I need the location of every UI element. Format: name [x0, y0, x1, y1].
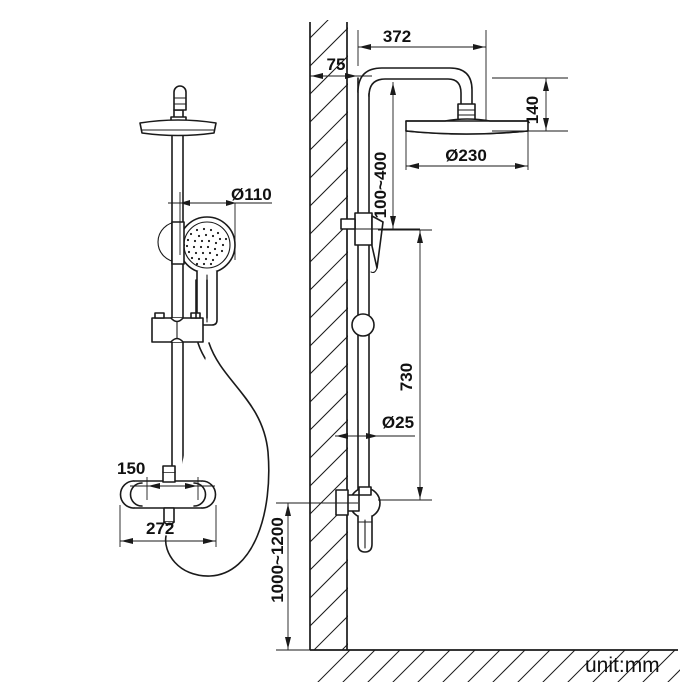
dim-label-slider-travel: 100~400	[371, 152, 390, 219]
slider-bracket-front	[151, 312, 204, 343]
hose-top-connector-front	[195, 279, 208, 319]
hand-shower-side	[370, 267, 378, 274]
dim-label-rail-length: 730	[397, 363, 416, 391]
hand-shower-spray-face	[182, 227, 228, 266]
wall-hatching	[310, 20, 348, 650]
unit-note: unit:mm	[585, 654, 660, 677]
dim-label-arm-projection: 372	[383, 27, 411, 46]
dim-label-dia-rail: Ø25	[382, 413, 414, 432]
dim-label-dia-rain-head: Ø230	[445, 146, 487, 165]
thermostatic-mixer-side	[335, 486, 381, 553]
wall-section	[309, 20, 348, 650]
shower-arm-side	[357, 67, 476, 121]
dim-label-dia-hand-shower: Ø110	[231, 185, 272, 204]
thermostatic-mixer-front	[119, 465, 217, 526]
dimension-labels: Ø110 150 272 372 75 140 Ø230 100~400 730…	[117, 27, 542, 603]
floor-section	[310, 649, 680, 682]
slider-side	[351, 313, 375, 337]
dim-label-wall-to-riser: 75	[327, 55, 346, 74]
rain-shower-head-front	[139, 119, 217, 137]
dim-label-mixer-overall-width: 272	[146, 519, 174, 538]
side-view	[335, 67, 529, 553]
dim-label-mixer-floor-height: 1000~1200	[268, 517, 287, 603]
dim-label-mixer-center-distance: 150	[117, 459, 145, 478]
riser-rail-front	[171, 127, 184, 479]
front-view	[119, 85, 270, 577]
floor-hatching	[317, 650, 680, 682]
dimension-group-side	[276, 30, 568, 651]
flexible-hose-front	[164, 342, 270, 577]
rain-shower-head-side	[405, 118, 529, 135]
dimension-group-front	[119, 192, 272, 547]
dim-label-head-height: 140	[523, 96, 542, 124]
